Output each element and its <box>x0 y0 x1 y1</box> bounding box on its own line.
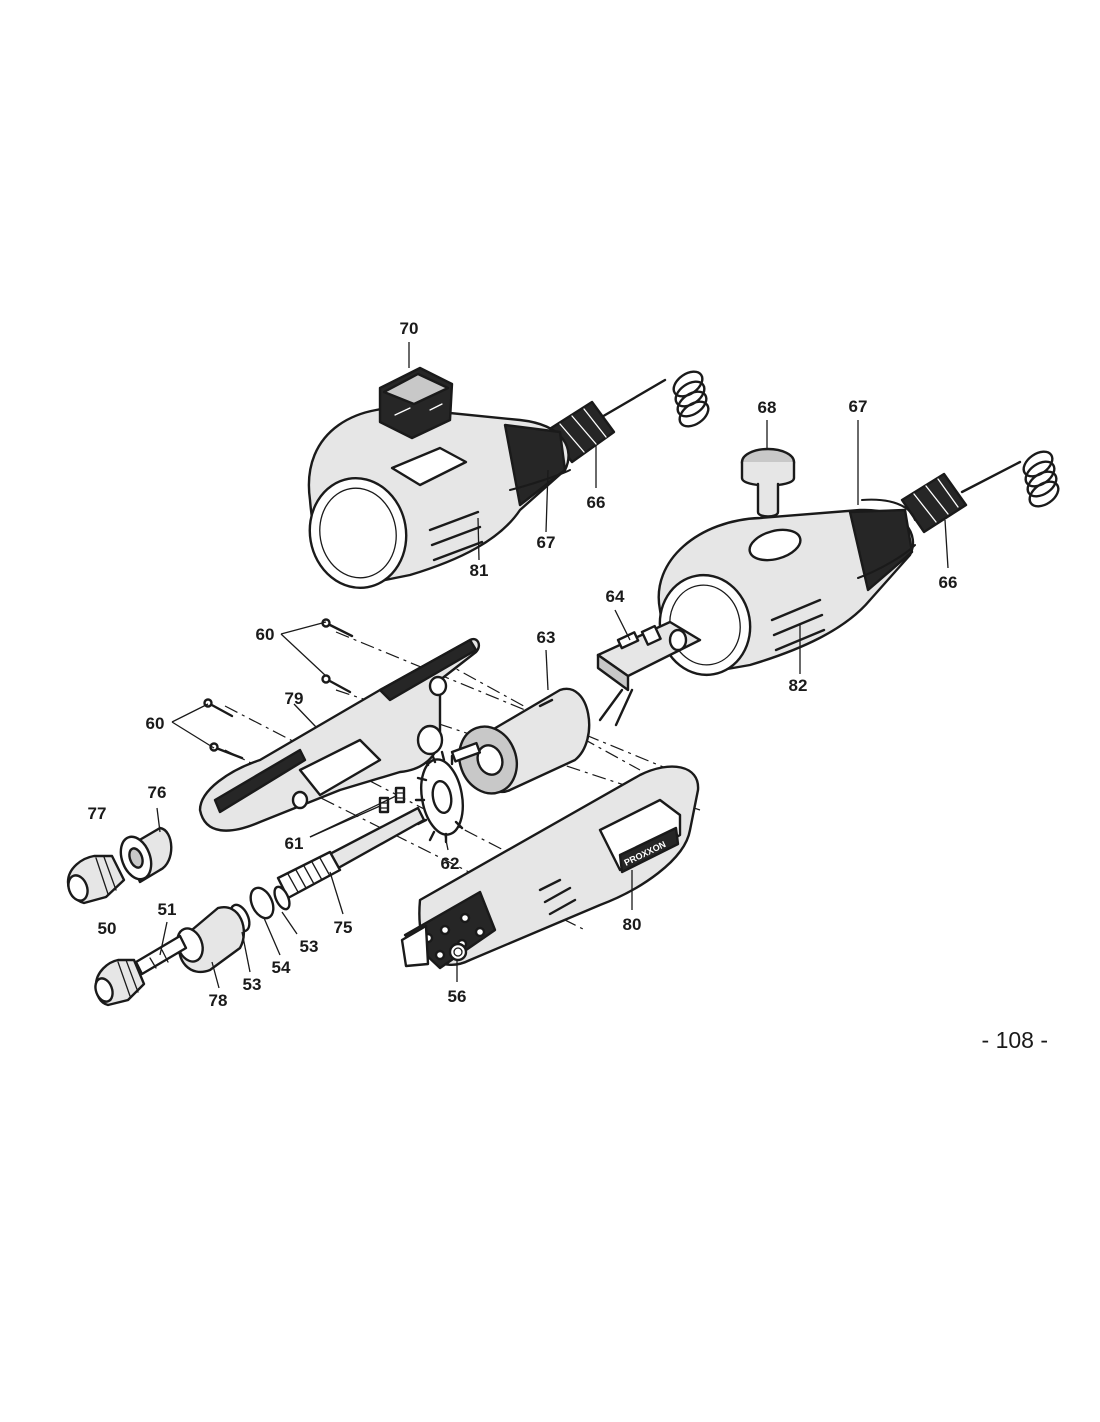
label-64: 64 <box>606 587 625 606</box>
label-76: 76 <box>148 783 167 802</box>
half-shell-part-79 <box>198 637 481 832</box>
label-68: 68 <box>758 398 777 417</box>
ring-part-76 <box>119 826 173 884</box>
label-81: 81 <box>470 561 489 580</box>
label-78: 78 <box>209 991 228 1010</box>
label-62: 62 <box>441 854 460 873</box>
label-66-upper: 66 <box>587 493 606 512</box>
label-53-left: 53 <box>243 975 262 994</box>
label-67-upper-right: 67 <box>849 397 868 416</box>
label-80: 80 <box>623 915 642 934</box>
motor-part-63 <box>450 687 591 795</box>
speed-knob-part-68 <box>740 447 796 518</box>
label-70: 70 <box>400 319 419 338</box>
label-56: 56 <box>448 987 467 1006</box>
upper-housing-part-81 <box>307 370 710 590</box>
label-79: 79 <box>285 689 304 708</box>
fan-part-62 <box>414 750 464 844</box>
collet-nut-part-50 <box>94 958 146 1007</box>
chuck-housing-part-78 <box>176 906 245 973</box>
label-77: 77 <box>88 804 107 823</box>
set-screws-part-61 <box>378 786 406 814</box>
label-60-lower: 60 <box>146 714 165 733</box>
label-60-upper: 60 <box>256 625 275 644</box>
collet-part-51 <box>134 934 188 976</box>
label-75: 75 <box>334 918 353 937</box>
label-67-upper: 67 <box>537 533 556 552</box>
screws-part-60 <box>203 618 354 760</box>
page-number: - 108 - <box>982 1027 1048 1053</box>
coiled-cord-icon <box>1022 450 1060 508</box>
circuit-board-part-64 <box>596 620 702 727</box>
leader-lines <box>156 342 949 989</box>
label-51: 51 <box>158 900 177 919</box>
collet-nut-part-77 <box>66 854 126 905</box>
label-63: 63 <box>537 628 556 647</box>
label-50: 50 <box>98 919 117 938</box>
label-53-right: 53 <box>300 937 319 956</box>
coiled-cord-icon <box>672 370 710 428</box>
switch-cap-part-70 <box>378 366 454 440</box>
front-body-part-80: PROXXON <box>400 765 700 970</box>
part-labels: 70 68 67 66 67 81 66 64 63 82 60 79 60 7… <box>88 319 958 1010</box>
label-61: 61 <box>285 834 304 853</box>
spindle-lock-part-56 <box>448 942 468 962</box>
label-54: 54 <box>272 958 291 977</box>
label-66-lower: 66 <box>939 573 958 592</box>
label-82: 82 <box>789 676 808 695</box>
spindle-part-75 <box>276 806 426 900</box>
